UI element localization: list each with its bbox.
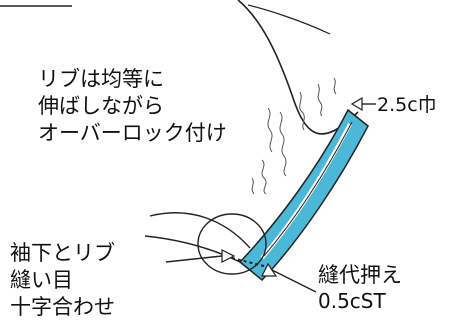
instruction-text-line2: 伸ばしながら	[38, 94, 164, 118]
crossing-text-line2: 縫い目	[10, 268, 73, 292]
underarm-seam-line	[149, 212, 251, 249]
seam-press-arrow-head	[261, 262, 278, 277]
crossing-circle	[197, 213, 267, 275]
crossing-arrow	[165, 255, 223, 263]
seam-press-text-line1: 縫代押え	[318, 263, 402, 287]
instruction-text-line3: オーバーロック付け	[38, 121, 227, 145]
sleeve-top-line	[247, 4, 331, 35]
instruction-text-line1: リブは均等に	[38, 67, 164, 91]
rib-band	[238, 108, 369, 282]
width-arrow-head	[350, 96, 363, 112]
sleeve-outer-line	[237, 0, 359, 135]
width-label: 2.5c巾	[377, 94, 437, 116]
gather-lines	[251, 77, 337, 195]
rib-fold-outline	[263, 121, 353, 257]
crossing-text-line1: 袖下とリブ	[10, 241, 115, 265]
stitch-dotted-line	[231, 257, 273, 269]
seam-press-text-line2: 0.5cST	[318, 289, 386, 313]
crossing-arrow-head	[221, 249, 236, 263]
crossing-text-line3: 十字合わせ	[10, 295, 115, 319]
seam-press-arrow	[271, 269, 317, 293]
